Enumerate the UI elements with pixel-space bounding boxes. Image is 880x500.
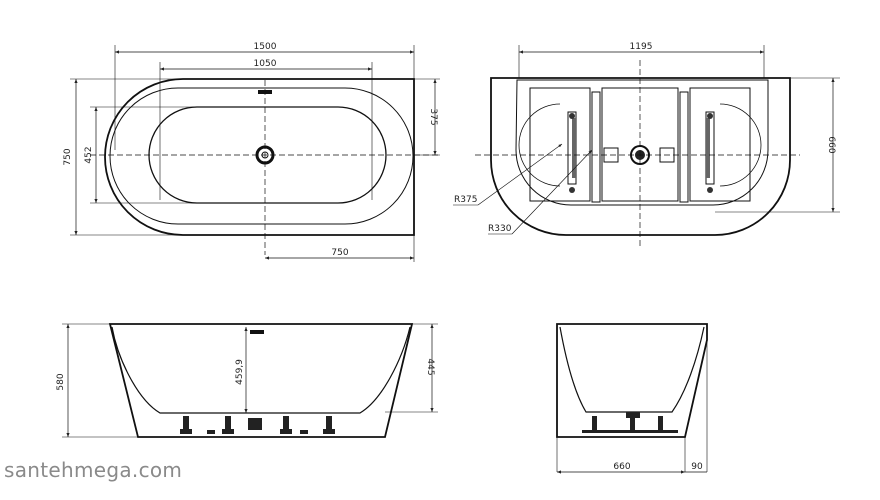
watermark: santehmega.com [4, 458, 183, 482]
dim-rear-width: 660 [826, 136, 836, 153]
dim-rim-height: 445 [425, 358, 435, 375]
rear-view-outer-outline [490, 77, 791, 236]
top-view-basin [148, 106, 387, 204]
top-view-outer-outline [104, 78, 415, 236]
label-outer-radius: R375 [454, 195, 477, 205]
side-feet [180, 416, 335, 434]
side-view-outer-shell [108, 323, 414, 438]
dim-rear-length: 1195 [630, 42, 653, 52]
end-view-basin [559, 326, 705, 413]
rear-view [453, 45, 840, 248]
dim-end-offset: 90 [691, 462, 703, 472]
end-view [556, 323, 708, 474]
side-view [62, 323, 438, 438]
dim-overall-height: 580 [56, 373, 66, 390]
frame-left [529, 87, 591, 202]
top-view-rim [109, 87, 414, 225]
dim-drain-offset: 375 [428, 108, 438, 125]
dim-half-length: 750 [331, 248, 348, 258]
end-view-outer-shell [556, 323, 708, 438]
frame-right [689, 87, 751, 202]
dim-inner-depth: 459,9 [235, 359, 245, 385]
side-view-basin [111, 326, 411, 414]
top-view [70, 45, 440, 262]
label-inner-radius: R330 [488, 224, 512, 234]
dim-inner-length: 1050 [254, 59, 277, 69]
dim-end-base-width: 660 [613, 462, 630, 472]
rear-view-inner-outline [515, 79, 769, 206]
dim-inner-width: 452 [84, 146, 94, 163]
end-feet [582, 412, 678, 433]
dim-overall-length: 1500 [254, 42, 277, 52]
dim-overall-width: 750 [63, 148, 73, 165]
